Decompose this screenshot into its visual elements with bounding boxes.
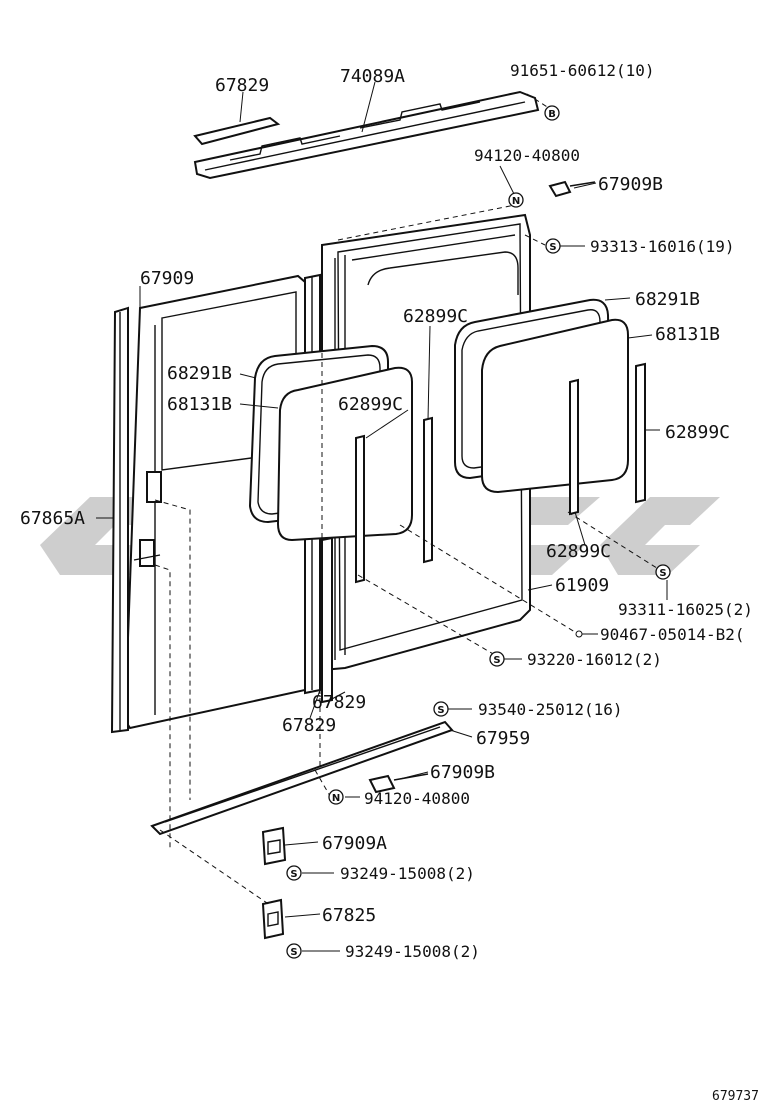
label-68291B-right: 68291B bbox=[635, 289, 700, 310]
figure-number: 679737 bbox=[712, 1089, 759, 1104]
svg-text:S: S bbox=[659, 568, 666, 579]
block-67825 bbox=[261, 898, 285, 940]
label-67909B-low: 67909B bbox=[430, 762, 495, 783]
svg-text:N: N bbox=[512, 196, 520, 207]
label-62899C-right: 62899C bbox=[665, 422, 730, 443]
label-93249-b: 93249-15008(2) bbox=[345, 942, 480, 961]
leader-lines bbox=[96, 81, 668, 952]
label-90467: 90467-05014-B2( bbox=[600, 625, 745, 644]
label-62899C-mid: 62899C bbox=[403, 306, 468, 327]
screw-symbol-93220: S bbox=[489, 651, 505, 667]
label-67865A: 67865A bbox=[20, 508, 85, 529]
block-67909A bbox=[261, 826, 287, 866]
screw-symbol-93540: S bbox=[433, 701, 449, 717]
svg-text:S: S bbox=[549, 242, 556, 253]
screw-symbol-93249-b: S bbox=[286, 943, 302, 959]
left-glass-68131B bbox=[276, 366, 413, 542]
label-67909B-top: 67909B bbox=[598, 174, 663, 195]
label-67829-low2: 67829 bbox=[282, 715, 336, 736]
label-68131B-right: 68131B bbox=[655, 324, 720, 345]
label-91651: 91651-60612(10) bbox=[510, 61, 655, 80]
label-68291B-left: 68291B bbox=[167, 363, 232, 384]
label-93311: 93311-16025(2) bbox=[618, 600, 753, 619]
svg-text:B: B bbox=[548, 109, 556, 120]
projection-lines bbox=[154, 93, 661, 906]
seal-67865A bbox=[110, 306, 129, 734]
svg-text:N: N bbox=[332, 793, 340, 804]
svg-text:S: S bbox=[437, 705, 444, 716]
screw-symbol-93249-a: S bbox=[286, 865, 302, 881]
label-62899C-left: 62899C bbox=[338, 394, 403, 415]
svg-text:S: S bbox=[493, 655, 500, 666]
right-channels-62899C bbox=[423, 362, 646, 564]
label-67829-top: 67829 bbox=[215, 75, 269, 96]
label-61909: 61909 bbox=[555, 575, 609, 596]
left-channel-62899C bbox=[355, 434, 365, 584]
screw-symbol-93313: S bbox=[545, 238, 561, 254]
bolt-symbol-91651: B bbox=[544, 105, 560, 121]
right-glass-68131B bbox=[481, 318, 629, 494]
svg-text:S: S bbox=[290, 947, 297, 958]
label-67959: 67959 bbox=[476, 728, 530, 749]
label-67909A: 67909A bbox=[322, 833, 387, 854]
label-62899C-low: 62899C bbox=[546, 541, 611, 562]
label-94120-low: 94120-40800 bbox=[364, 789, 470, 808]
label-68131B-left: 68131B bbox=[167, 394, 232, 415]
bolt-67909B-low bbox=[368, 773, 429, 794]
nut-symbol-94120-top: N bbox=[508, 192, 524, 208]
label-67829-low1: 67829 bbox=[312, 692, 366, 713]
top-rail-74089A bbox=[193, 90, 540, 180]
bolt-67909B-top bbox=[548, 180, 596, 198]
label-67825: 67825 bbox=[322, 905, 376, 926]
label-67909: 67909 bbox=[140, 268, 194, 289]
svg-text:S: S bbox=[290, 869, 297, 880]
bottom-rail-67959 bbox=[150, 720, 454, 836]
washer-90467 bbox=[575, 630, 583, 638]
nut-symbol-94120-low: N bbox=[328, 789, 344, 805]
fastener-symbols: B N S S S S N S bbox=[286, 105, 671, 959]
screw-symbol-93311: S bbox=[655, 564, 671, 580]
label-93249-a: 93249-15008(2) bbox=[340, 864, 475, 883]
top-strip-67829 bbox=[193, 116, 281, 146]
label-94120-top: 94120-40800 bbox=[474, 146, 580, 165]
frame-brackets bbox=[133, 471, 162, 567]
part-labels: 67829 74089A 91651-60612(10) 94120-40800… bbox=[20, 61, 759, 1104]
label-74089A: 74089A bbox=[340, 66, 405, 87]
label-93313: 93313-16016(19) bbox=[590, 237, 735, 256]
label-93220: 93220-16012(2) bbox=[527, 650, 662, 669]
label-93540: 93540-25012(16) bbox=[478, 700, 623, 719]
